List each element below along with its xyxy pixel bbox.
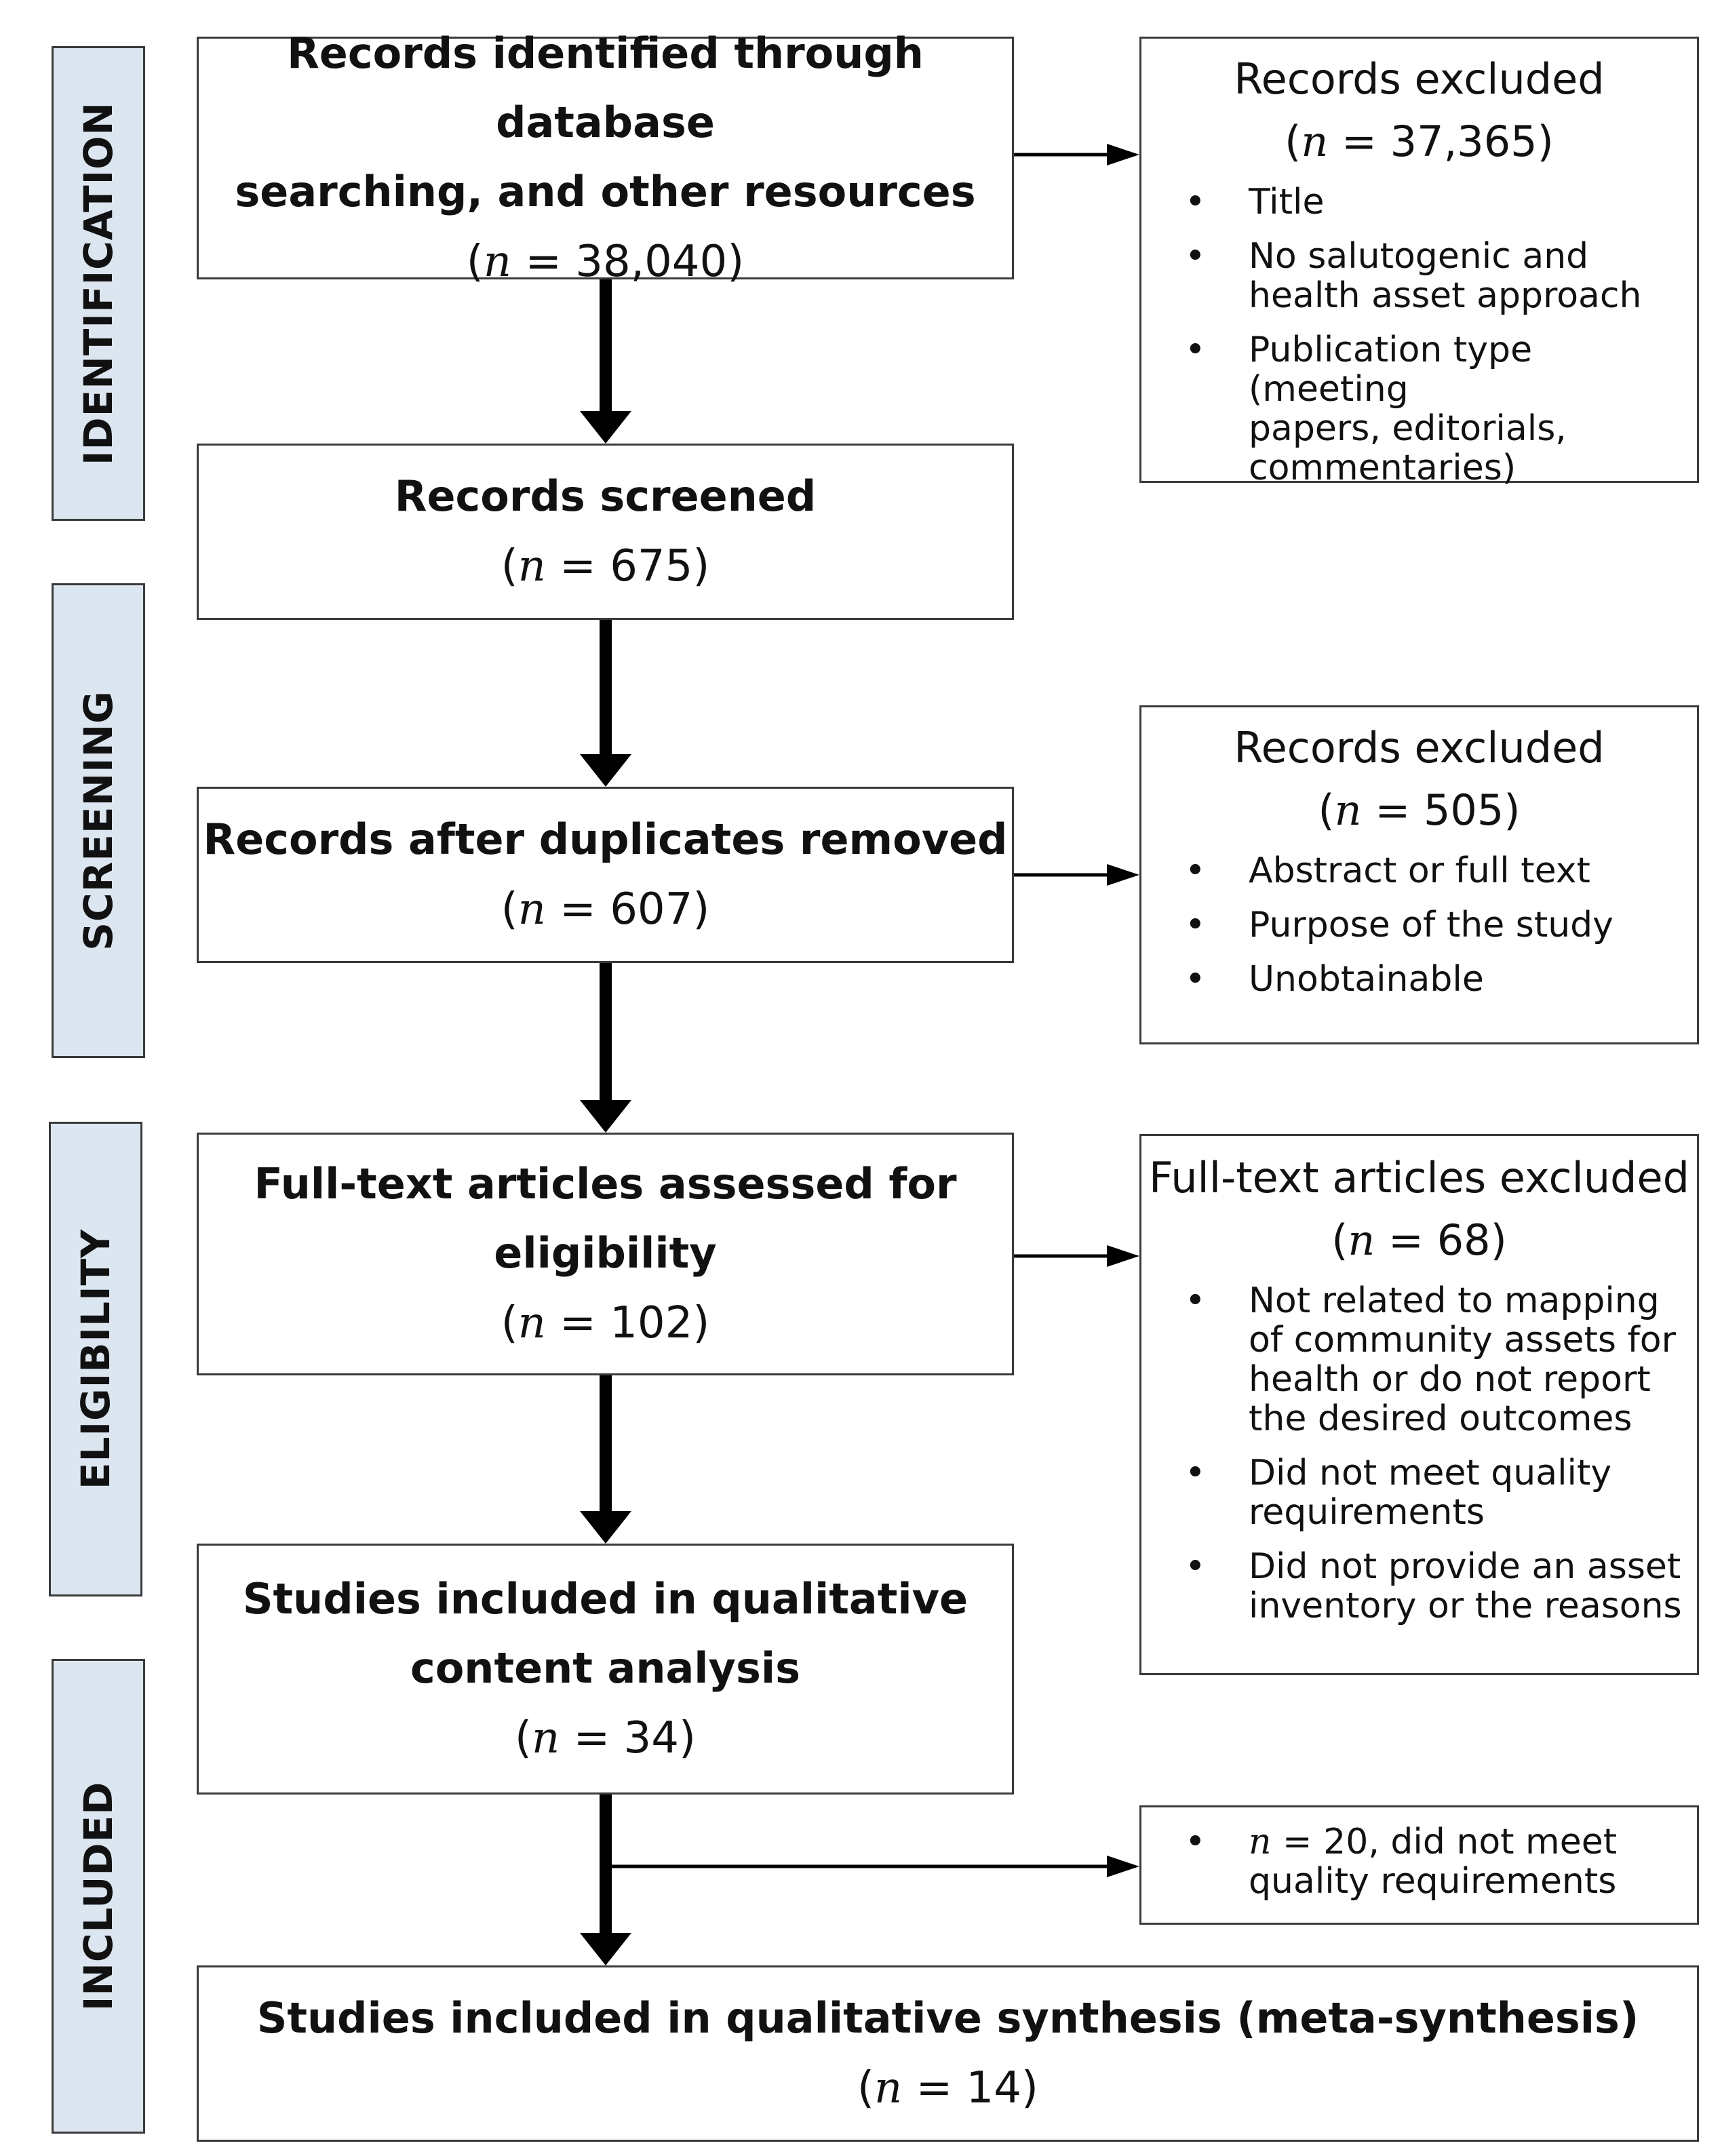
node-records-identified: Records identified through database sear… (197, 28, 1014, 287)
stage-identification: IDENTIFICATION (52, 46, 145, 521)
arrow-identified-to-screened (580, 279, 631, 444)
bullet-icon: • (1185, 1280, 1206, 1321)
node-fulltext-assessed-count: (n = 102) (501, 1298, 710, 1348)
node-records-identified-title-2: searching, and other resources (235, 167, 976, 216)
arrow-fulltext-to-content-analysis (580, 1375, 631, 1544)
stage-screening: SCREENING (52, 583, 145, 1058)
bullet-icon: • (1185, 905, 1206, 945)
node-records-deduplicated: Records after duplicates removed (n = 60… (197, 787, 1014, 963)
arrow-to-exclusion-3 (1014, 1245, 1139, 1267)
stage-included: INCLUDED (52, 1659, 145, 2134)
exclusion-box-2-count: (n = 505) (1318, 785, 1521, 835)
exclusion-box-3-count: (n = 68) (1331, 1215, 1507, 1265)
arrow-to-exclusion-4 (606, 1856, 1139, 1877)
node-meta-synthesis-title: Studies included in qualitative synthesi… (256, 1993, 1639, 2043)
bullet-icon: • (1185, 236, 1206, 277)
arrow-to-exclusion-2 (1014, 864, 1139, 886)
node-fulltext-assessed-title-1: Full-text articles assessed for (254, 1159, 957, 1209)
exclusion-box-1: Records excluded (n = 37,365) •Title •No… (1139, 37, 1699, 488)
exclusion-box-1-count: (n = 37,365) (1285, 117, 1554, 166)
node-meta-synthesis-count: (n = 14) (857, 2063, 1038, 2113)
node-records-deduplicated-count: (n = 607) (501, 884, 710, 935)
node-records-deduplicated-title: Records after duplicates removed (203, 815, 1008, 864)
node-content-analysis-title-2: content analysis (410, 1643, 801, 1693)
arrow-screened-to-deduplicated (580, 620, 631, 787)
bullet-icon: • (1185, 182, 1206, 222)
node-records-screened-count: (n = 675) (501, 541, 710, 591)
exclusion-reason: •Unobtainable (1185, 959, 1484, 1000)
bullet-icon: • (1185, 1546, 1206, 1587)
arrow-deduplicated-to-fulltext (580, 963, 631, 1133)
exclusion-reason: •Title (1185, 182, 1325, 222)
node-records-screened-title: Records screened (394, 471, 817, 521)
node-fulltext-assessed-title-2: eligibility (494, 1228, 717, 1278)
exclusion-box-3: Full-text articles excluded (n = 68) •No… (1139, 1134, 1699, 1675)
bullet-icon: • (1185, 1822, 1206, 1862)
exclusion-box-2-title: Records excluded (1234, 723, 1605, 772)
stage-eligibility: ELIGIBILITY (49, 1122, 142, 1596)
node-content-analysis-title-1: Studies included in qualitative (242, 1574, 968, 1624)
node-records-identified-title-1: Records identified through database (287, 28, 924, 147)
exclusion-reason: •Purpose of the study (1185, 905, 1613, 945)
node-content-analysis-count: (n = 34) (515, 1713, 696, 1763)
exclusion-box-3-title: Full-text articles excluded (1148, 1153, 1690, 1202)
node-content-analysis: Studies included in qualitative content … (197, 1544, 1014, 1795)
node-meta-synthesis: Studies included in qualitative synthesi… (197, 1965, 1699, 2142)
node-records-screened: Records screened (n = 675) (197, 444, 1014, 620)
node-records-identified-count: (n = 38,040) (466, 237, 745, 287)
bullet-icon: • (1185, 1453, 1206, 1493)
bullet-icon: • (1185, 850, 1206, 891)
bullet-icon: • (1185, 959, 1206, 1000)
node-fulltext-assessed: Full-text articles assessed for eligibil… (197, 1133, 1014, 1375)
exclusion-box-2-reasons: •Abstract or full text •Purpose of the s… (1141, 851, 1697, 999)
exclusion-box-1-title: Records excluded (1234, 54, 1605, 104)
arrow-content-analysis-to-synthesis (580, 1795, 631, 1965)
exclusion-box-2: Records excluded (n = 505) •Abstract or … (1139, 705, 1699, 1044)
exclusion-reason: •Abstract or full text (1185, 850, 1590, 891)
bullet-icon: • (1185, 330, 1206, 370)
arrow-to-exclusion-1 (1014, 144, 1139, 165)
